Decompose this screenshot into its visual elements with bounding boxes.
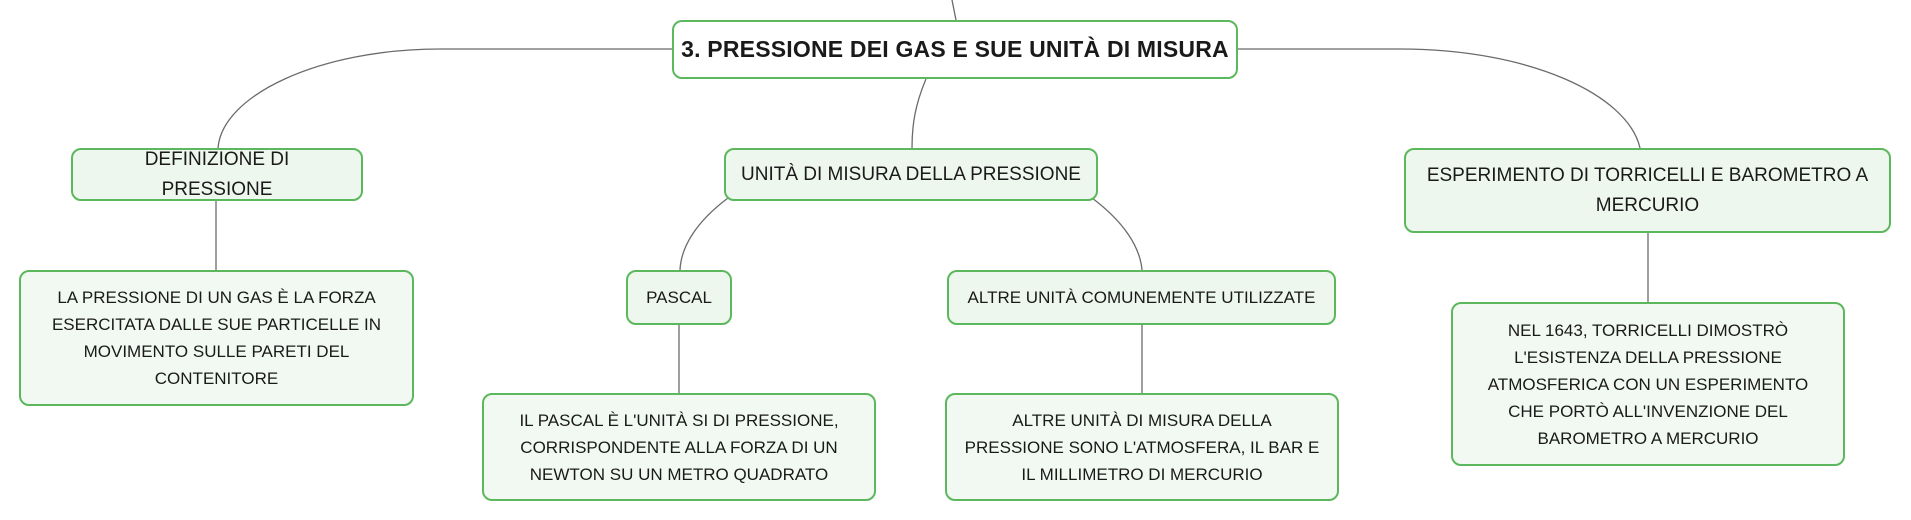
topic-torricelli[interactable]: ESPERIMENTO DI TORRICELLI E BAROMETRO A … — [1404, 148, 1891, 233]
subtopic-pascal[interactable]: PASCAL — [626, 270, 732, 325]
detail-pascal[interactable]: IL PASCAL È L'UNITÀ SI DI PRESSIONE, COR… — [482, 393, 876, 501]
subtopic-altre-unita[interactable]: ALTRE UNITÀ COMUNEMENTE UTILIZZATE — [947, 270, 1336, 325]
topic-definizione[interactable]: DEFINIZIONE DI PRESSIONE — [71, 148, 363, 201]
central-topic-label: 3. PRESSIONE DEI GAS E SUE UNITÀ DI MISU… — [681, 36, 1229, 62]
topic-definizione-label: DEFINIZIONE DI PRESSIONE — [144, 148, 290, 200]
connector-root-to-definizione — [217, 48, 672, 149]
subtopic-altre-unita-label: ALTRE UNITÀ COMUNEMENTE UTILIZZATE — [967, 288, 1316, 307]
detail-torricelli-text: NEL 1643, TORRICELLI DIMOSTRÒ L'ESISTENZ… — [1487, 320, 1809, 448]
detail-altre-unita-text: ALTRE UNITÀ DI MISURA DELLA PRESSIONE SO… — [964, 410, 1320, 484]
detail-definizione-text: LA PRESSIONE DI UN GAS È LA FORZA ESERCI… — [51, 288, 382, 388]
detail-pascal-text: IL PASCAL È L'UNITÀ SI DI PRESSIONE, COR… — [519, 410, 839, 484]
connector-parent-top — [951, 0, 957, 21]
connector-unita-to-altre — [1091, 197, 1143, 271]
central-topic[interactable]: 3. PRESSIONE DEI GAS E SUE UNITÀ DI MISU… — [672, 20, 1238, 79]
detail-altre-unita[interactable]: ALTRE UNITÀ DI MISURA DELLA PRESSIONE SO… — [945, 393, 1339, 501]
topic-torricelli-label: ESPERIMENTO DI TORRICELLI E BAROMETRO A … — [1426, 164, 1869, 216]
detail-torricelli[interactable]: NEL 1643, TORRICELLI DIMOSTRÒ L'ESISTENZ… — [1451, 302, 1845, 466]
topic-unita-di-misura-label: UNITÀ DI MISURA DELLA PRESSIONE — [741, 163, 1081, 185]
connector-root-to-unita — [911, 78, 927, 149]
detail-definizione[interactable]: LA PRESSIONE DI UN GAS È LA FORZA ESERCI… — [19, 270, 414, 406]
subtopic-pascal-label: PASCAL — [646, 288, 712, 307]
connector-root-to-torricelli — [1238, 48, 1641, 149]
connector-unita-to-pascal — [679, 197, 729, 271]
topic-unita-di-misura[interactable]: UNITÀ DI MISURA DELLA PRESSIONE — [724, 148, 1098, 201]
